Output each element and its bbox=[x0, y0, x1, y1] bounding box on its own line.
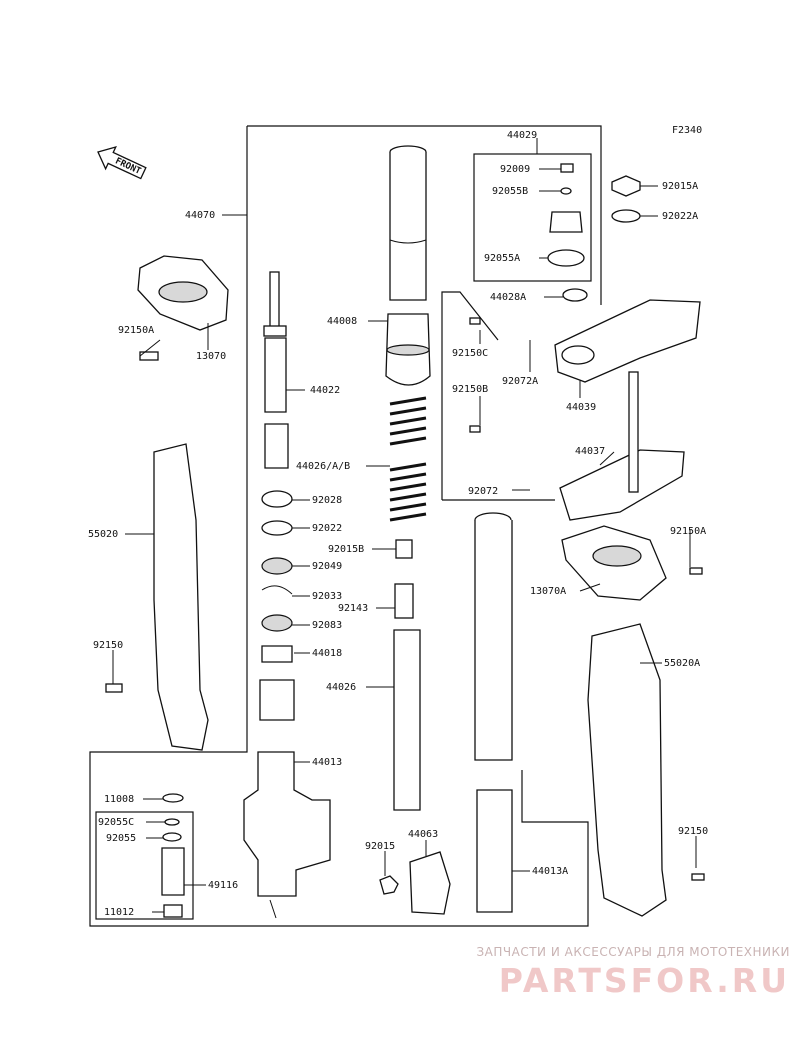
callout-92072A: 92072A bbox=[502, 376, 538, 387]
callout-92150A-right: 92150A bbox=[670, 526, 706, 537]
triple-clamp-top-44039 bbox=[554, 299, 701, 383]
callout-92009: 92009 bbox=[500, 164, 530, 175]
fork-tube-44008 bbox=[385, 145, 431, 386]
callout-92150-left: 92150 bbox=[93, 640, 123, 651]
callout-44029: 44029 bbox=[507, 130, 537, 141]
outer-tube-44013 bbox=[243, 751, 331, 919]
callout-44039: 44039 bbox=[566, 402, 596, 413]
callout-92055B: 92055B bbox=[492, 186, 528, 197]
callout-92083: 92083 bbox=[312, 620, 342, 631]
callout-92143: 92143 bbox=[338, 603, 368, 614]
watermark-logo: PARTSFOR.RU bbox=[498, 961, 790, 1000]
leader-lines bbox=[112, 138, 697, 913]
callout-44013: 44013 bbox=[312, 757, 342, 768]
spring-44026 bbox=[389, 396, 427, 522]
callout-11008: 11008 bbox=[104, 794, 134, 805]
callout-92055C: 92055C bbox=[98, 817, 134, 828]
callout-92072: 92072 bbox=[468, 486, 498, 497]
callout-92033: 92033 bbox=[312, 591, 342, 602]
callout-44028A: 44028A bbox=[490, 292, 526, 303]
handlebar-clamp-13070 bbox=[137, 255, 229, 331]
triple-clamp-bottom-44037 bbox=[559, 371, 685, 521]
handlebar-clamp-13070A bbox=[561, 525, 667, 601]
callout-44063: 44063 bbox=[408, 829, 438, 840]
callout-55020A: 55020A bbox=[664, 658, 700, 669]
callout-44013A: 44013A bbox=[532, 866, 568, 877]
diagram-code: F2340 bbox=[672, 125, 702, 136]
callout-92015A: 92015A bbox=[662, 181, 698, 192]
callout-44022: 44022 bbox=[310, 385, 340, 396]
callout-44070: 44070 bbox=[185, 210, 215, 221]
callout-92150C: 92150C bbox=[452, 348, 488, 359]
callout-44037: 44037 bbox=[575, 446, 605, 457]
callout-92028: 92028 bbox=[312, 495, 342, 506]
callout-13070A: 13070A bbox=[530, 586, 566, 597]
callout-92150A-top: 92150A bbox=[118, 325, 154, 336]
axle-clamp-44063 bbox=[409, 851, 451, 915]
callout-55020: 55020 bbox=[88, 529, 118, 540]
callout-11012: 11012 bbox=[104, 907, 134, 918]
callout-44018: 44018 bbox=[312, 648, 342, 659]
front-arrow-icon bbox=[97, 146, 147, 180]
callout-labels: 44029 92009 92055B 92055A 92015A 92022A … bbox=[88, 130, 708, 918]
callout-92022: 92022 bbox=[312, 523, 342, 534]
cartridge-49116 bbox=[161, 793, 185, 918]
callout-92049: 92049 bbox=[312, 561, 342, 572]
callout-44026AB: 44026/A/B bbox=[296, 461, 350, 472]
callout-92150-right: 92150 bbox=[678, 826, 708, 837]
watermark: ЗАПЧАСТИ И АКСЕССУАРЫ ДЛЯ МОТОТЕХНИКИ PA… bbox=[470, 945, 790, 1000]
callout-13070: 13070 bbox=[196, 351, 226, 362]
cap-parts bbox=[547, 163, 641, 302]
callout-49116: 49116 bbox=[208, 880, 238, 891]
callout-92055A: 92055A bbox=[484, 253, 520, 264]
callout-92150B: 92150B bbox=[452, 384, 488, 395]
callout-92015: 92015 bbox=[365, 841, 395, 852]
seal-stack bbox=[259, 490, 295, 721]
callout-92055: 92055 bbox=[106, 833, 136, 844]
callout-92022A: 92022A bbox=[662, 211, 698, 222]
inner-parts bbox=[393, 539, 421, 811]
callout-92015B: 92015B bbox=[328, 544, 364, 555]
inner-tube-44013A bbox=[474, 512, 513, 913]
bolts bbox=[105, 317, 705, 895]
assembly-frame bbox=[89, 125, 602, 927]
callout-44026: 44026 bbox=[326, 682, 356, 693]
fork-guard-55020 bbox=[153, 443, 209, 751]
callout-44008: 44008 bbox=[327, 316, 357, 327]
fork-guard-55020A bbox=[587, 623, 667, 917]
watermark-tagline: ЗАПЧАСТИ И АКСЕССУАРЫ ДЛЯ МОТОТЕХНИКИ bbox=[476, 945, 790, 959]
damper-rod-44022 bbox=[263, 271, 289, 469]
